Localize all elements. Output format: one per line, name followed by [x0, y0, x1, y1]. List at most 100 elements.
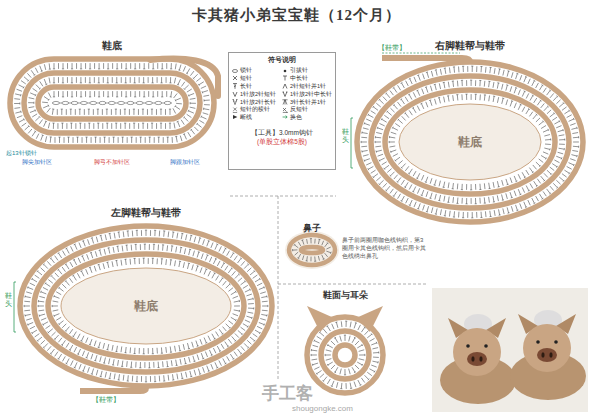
stitch-symbol — [340, 369, 341, 375]
stitch-symbol — [115, 109, 116, 115]
stitch-symbol — [439, 83, 440, 89]
stitch-symbol — [417, 173, 420, 178]
stitch-symbol — [48, 123, 49, 129]
stitch-symbol — [421, 194, 423, 196]
stitch-symbol — [569, 163, 574, 165]
stitch-symbol — [144, 244, 145, 250]
stitch-symbol — [71, 246, 74, 251]
stitch-symbol — [435, 213, 437, 214]
stitch-symbol — [197, 124, 202, 128]
stitch-symbol — [518, 89, 520, 94]
stitch-symbol — [106, 123, 108, 124]
stitch-symbol — [320, 332, 324, 336]
stitch-symbol — [201, 86, 206, 88]
stitch-symbol — [506, 193, 508, 199]
stitch-symbol — [191, 130, 195, 135]
stitch-symbol — [160, 109, 162, 110]
stitch-symbol — [94, 266, 96, 271]
stitch-symbol — [58, 358, 60, 359]
stitch-symbol — [426, 71, 428, 73]
stitch-symbol — [393, 128, 398, 131]
photo — [432, 288, 588, 412]
stitch-symbol — [176, 233, 178, 239]
stitch-symbol — [312, 364, 314, 366]
stitch-symbol — [569, 119, 574, 121]
stitch-symbol — [245, 320, 250, 322]
stitch-symbol — [19, 85, 24, 88]
stitch-symbol — [448, 182, 450, 188]
stitch-symbol — [361, 378, 364, 383]
stitch-symbol — [405, 113, 409, 118]
stitch-symbol — [106, 109, 107, 115]
stitch-symbol — [44, 121, 46, 126]
stitch-symbol — [357, 362, 362, 365]
stitch-symbol — [116, 96, 118, 97]
stitch-symbol — [404, 187, 406, 188]
stitch-symbol — [295, 252, 299, 255]
stitch-symbol — [34, 131, 36, 132]
stitch-symbol — [516, 74, 518, 80]
stitch-symbol — [559, 148, 565, 150]
legend-text: 1针放2针中长针 — [290, 91, 332, 97]
stitch-symbol — [38, 337, 42, 341]
stitch-symbol — [96, 370, 98, 376]
stitch-symbol — [134, 82, 136, 83]
stitch-symbol — [417, 106, 420, 111]
stitch-symbol — [532, 95, 534, 96]
stitch-symbol — [45, 283, 50, 286]
stitch-symbol — [484, 197, 486, 203]
stitch-symbol — [151, 109, 153, 110]
stitch-symbol — [302, 255, 303, 260]
stitch-symbol — [354, 337, 356, 338]
stitch-symbol — [157, 367, 159, 368]
stitch-symbol — [190, 376, 192, 378]
stitch-symbol — [178, 122, 180, 127]
stitch-symbol — [76, 77, 77, 83]
stitch-symbol — [544, 173, 548, 177]
stitch-symbol — [472, 212, 473, 218]
stitch-symbol — [571, 155, 577, 156]
stitch-symbol — [152, 353, 154, 354]
stitch-symbol — [255, 279, 260, 282]
stitch-symbol — [82, 351, 84, 356]
stitch-symbol — [92, 369, 94, 375]
stitch-symbol — [532, 172, 534, 173]
stitch-symbol — [89, 123, 90, 129]
stitch-symbol — [544, 135, 550, 137]
stitch-symbol — [35, 68, 38, 73]
stitch-symbol — [562, 129, 564, 131]
stitch-symbol — [332, 381, 334, 386]
stitch-symbol — [25, 314, 31, 315]
stitch-symbol — [141, 230, 142, 236]
legend-text: 中长针 — [290, 75, 308, 81]
stitch-symbol — [364, 327, 366, 328]
stitch-symbol — [326, 247, 330, 249]
stitch-symbol — [157, 348, 158, 354]
stitch-symbol — [111, 123, 112, 129]
stitch-symbol — [511, 197, 513, 199]
stitch-symbol — [98, 77, 99, 83]
stitch-symbol — [361, 141, 362, 143]
stitch-symbol — [431, 71, 432, 77]
stitch-symbol — [69, 278, 72, 283]
stitch-symbol — [238, 278, 242, 282]
stitch-symbol — [294, 244, 295, 246]
stitch-symbol — [89, 68, 91, 69]
stitch-symbol — [559, 177, 563, 181]
stitch-symbol — [109, 137, 110, 143]
legend-symbol — [282, 99, 288, 105]
stitch-symbol — [184, 117, 188, 121]
stitch-symbol — [103, 343, 104, 349]
shoe-nostril — [471, 356, 474, 362]
stitch-symbol — [175, 99, 177, 101]
stitch-symbol — [77, 353, 79, 355]
stitch-symbol — [45, 84, 47, 86]
stitch-symbol — [159, 376, 160, 382]
stitch-symbol — [165, 123, 166, 129]
stitch-symbol — [366, 163, 371, 165]
stitch-symbol — [453, 216, 455, 217]
stitch-symbol — [114, 233, 116, 239]
legend-entry: 换色 — [282, 114, 332, 120]
stitch-symbol — [145, 381, 147, 382]
stitch-symbol — [547, 170, 551, 174]
